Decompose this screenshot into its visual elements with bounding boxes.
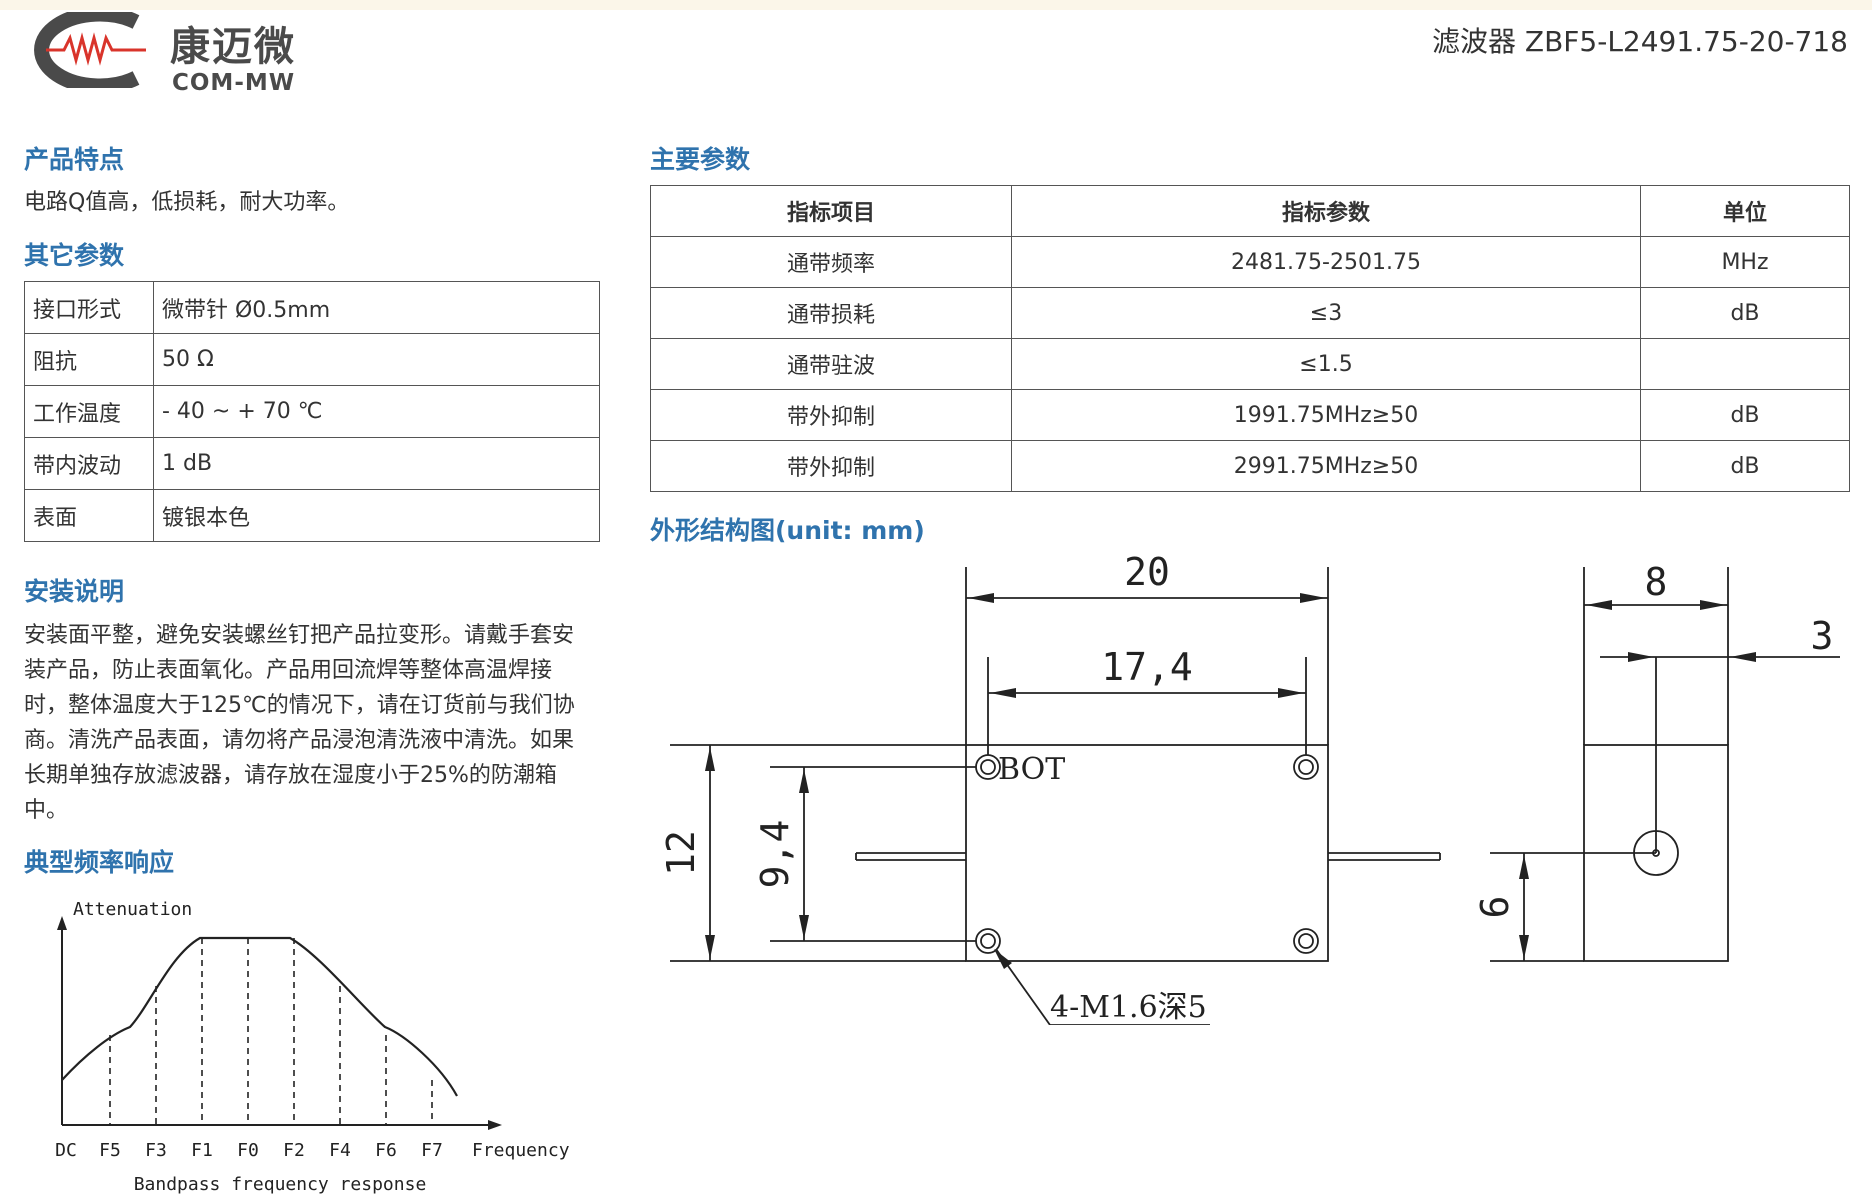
tick-label: F6 [375,1140,397,1161]
cell-item: 带外抑制 [650,440,1012,492]
features-text: 电路Q值高，低损耗，耐大功率。 [24,190,350,215]
tick-label: F3 [145,1140,167,1161]
mounting-holes-label: 4-M1.6深5 [1050,990,1207,1025]
bottom-label: BOT [998,752,1065,787]
install-line: 安装面平整，避免安装螺丝钉把产品拉变形。请戴手套安 [24,623,575,648]
x-axis-label: Frequency [472,1140,570,1161]
outline-drawing: 20 17,4 8 3 12 9,4 6 BOT 4-M1.6深5 [659,550,1840,1025]
diagram-caption: Bandpass frequency response [134,1174,427,1195]
response-heading: 典型频率响应 [24,848,175,877]
features-heading: 产品特点 [24,145,125,174]
top-strip [0,0,1872,10]
dim-label-depth: 8 [1645,560,1668,604]
cell-value: 2481.75-2501.75 [1011,236,1641,288]
table-row: 工作温度- 40 ~ + 70 ℃ [24,385,600,438]
cell-item: 通带频率 [650,236,1012,288]
cell-item: 带外抑制 [650,389,1012,441]
cell-unit: dB [1640,440,1850,492]
dim-label-hole-spacing: 17,4 [1101,645,1193,689]
dim-label-pin-offset: 3 [1811,614,1834,658]
param-value: - 40 ~ + 70 ℃ [153,385,600,438]
install-heading: 安装说明 [24,577,125,606]
cell-unit: dB [1640,287,1850,339]
outline-heading: 外形结构图(unit: mm) [650,516,925,545]
install-line: 长期单独存放滤波器，请存放在湿度小于25%的防潮箱 [24,763,557,788]
param-key: 接口形式 [24,281,154,334]
param-key: 表面 [24,489,154,542]
mounting-hole [1293,754,1319,780]
param-key: 阻抗 [24,333,154,386]
document-title: 滤波器 ZBF5-L2491.75-20-718 [1432,25,1848,58]
main-params-heading: 主要参数 [650,145,751,174]
param-value: 50 Ω [153,333,600,386]
dim-label-width: 20 [1124,550,1170,594]
table-header-row: 指标项目 指标参数 单位 [650,185,1850,237]
cell-item: 通带损耗 [650,287,1012,339]
dim-label-height: 12 [659,830,703,876]
tick-label: F5 [99,1140,121,1161]
company-logo [18,6,158,94]
param-key: 带内波动 [24,437,154,490]
frequency-response-diagram: Attenuation DC F5 F3 F1 F0 F2 F4 F6 F7 F… [55,899,570,1195]
brand-name-en: COM-MW [172,70,296,96]
y-axis-arrow [57,916,67,930]
param-key: 工作温度 [24,385,154,438]
install-line: 时，整体温度大于125℃的情况下，请在订货前与我们协 [24,693,575,718]
dim-label-hole-height: 9,4 [753,820,797,889]
tick-label: F1 [191,1140,213,1161]
param-value: 微带针 Ø0.5mm [153,281,600,334]
column-header: 指标项目 [650,185,1012,237]
tick-label: F2 [283,1140,305,1161]
cell-value: ≤3 [1011,287,1641,339]
install-line: 装产品，防止表面氧化。产品用回流焊等整体高温焊接 [24,658,553,683]
install-line: 商。清洗产品表面，请勿将产品浸泡清洗液中清洗。如果 [24,728,575,753]
tick-label: F4 [329,1140,351,1161]
param-value: 镀银本色 [153,489,600,542]
cell-unit: MHz [1640,236,1850,288]
response-curve [61,936,458,1097]
y-axis-label: Attenuation [73,899,192,920]
other-params-heading: 其它参数 [24,241,125,270]
brand-name-cn: 康迈微 [170,24,296,70]
param-value: 1 dB [153,437,600,490]
install-line: 中。 [24,798,69,823]
x-axis-arrow [488,1120,502,1130]
cell-value: ≤1.5 [1011,338,1641,390]
install-text: 安装面平整，避免安装螺丝钉把产品拉变形。请戴手套安 装产品，防止表面氧化。产品用… [24,618,604,828]
table-row: 通带驻波≤1.5 [650,338,1850,390]
tick-label: F7 [421,1140,443,1161]
logo-mark-icon [34,6,146,94]
cell-value: 1991.75MHz≥50 [1011,389,1641,441]
column-header: 单位 [1640,185,1850,237]
mounting-hole [1293,928,1319,954]
tick-label: DC [55,1140,77,1161]
frequency-markers [109,938,433,1125]
cell-unit [1640,338,1850,390]
cell-item: 通带驻波 [650,338,1012,390]
dim-label-pin-height: 6 [1473,896,1517,919]
tick-label: F0 [237,1140,259,1161]
cell-value: 2991.75MHz≥50 [1011,440,1641,492]
column-header: 指标参数 [1011,185,1641,237]
cell-unit: dB [1640,389,1850,441]
table-row: 表面镀银本色 [24,489,600,542]
mounting-hole [975,754,1001,780]
table-row: 接口形式微带针 Ø0.5mm [24,281,600,334]
